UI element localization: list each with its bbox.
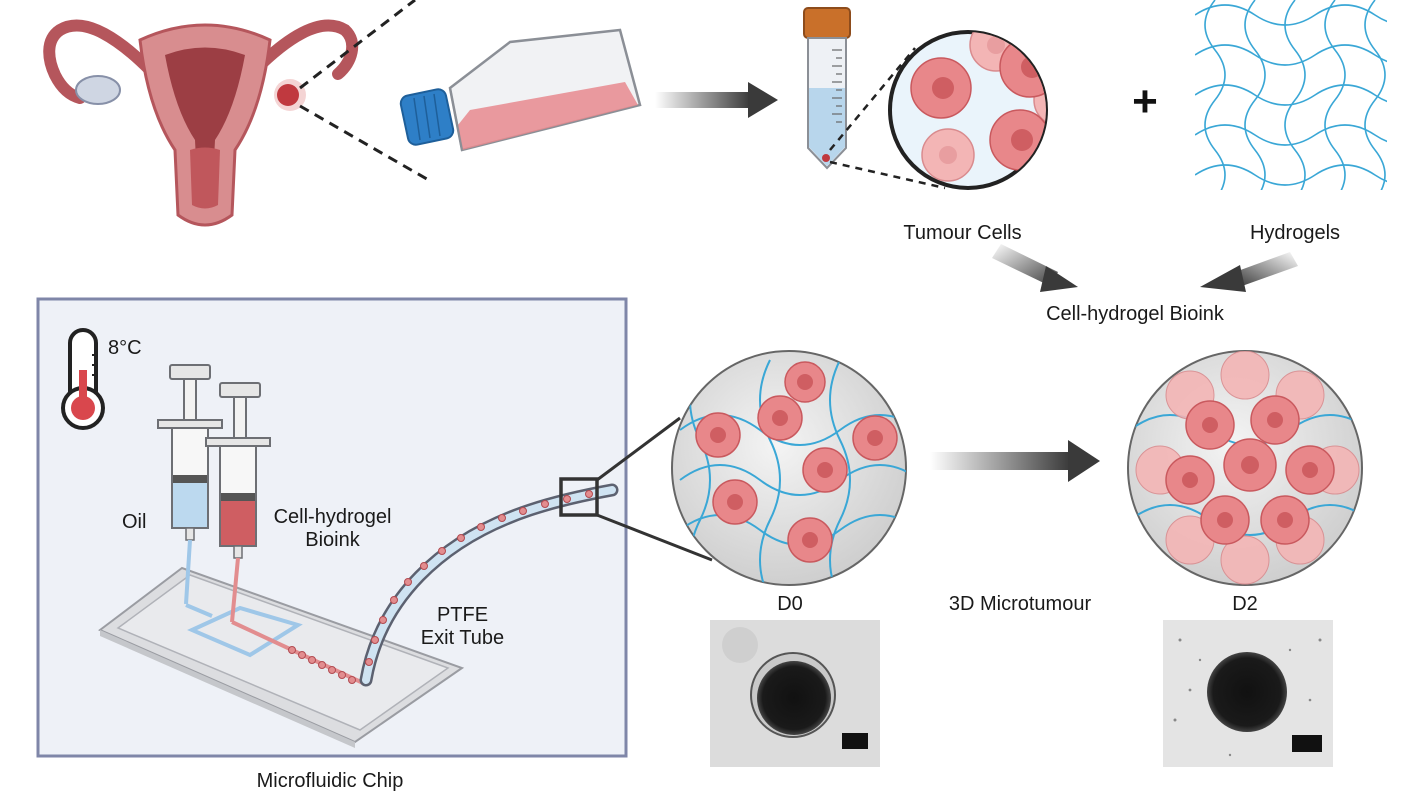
arrow-cells-to-bioink [992,244,1078,292]
ptfe-line1: PTFE [436,604,489,626]
d2-sphere [1127,350,1363,586]
hydrogel-mesh [1195,0,1387,190]
d0-micrograph [710,620,880,767]
d0-label: D0 [777,593,803,615]
d2-micrograph [1163,620,1333,767]
bioink-syringe-icon [205,382,271,623]
tumour-cells-circle [888,30,1048,190]
arrow-d0-to-d2 [930,440,1100,482]
syringe-bioink-label: Cell-hydrogel Bioink [255,506,410,552]
oil-label: Oil [122,511,147,533]
uterus-icon [43,19,359,227]
plus-sign: + [1132,77,1158,126]
temperature-label: 8°C [108,337,142,359]
arrow-to-tube [655,82,778,118]
oil-syringe-icon [157,364,223,605]
arrow-hydrogel-to-bioink [1200,252,1298,292]
d2-label: D2 [1232,593,1258,615]
centrifuge-tube-icon [803,7,851,170]
microfluidic-chip-label: Microfluidic Chip [256,770,404,792]
ptfe-exit-tube [359,477,619,687]
hydrogels-label: Hydrogels [1249,222,1341,244]
tumour-cells-label: Tumour Cells [903,222,1022,244]
ptfe-label: PTFE Exit Tube [405,604,520,650]
ptfe-line2: Exit Tube [420,627,505,649]
culture-flask-icon [399,28,642,152]
microfluidic-chip [98,566,465,748]
syringe-bioink-line1: Cell-hydrogel [273,506,392,528]
bioink-label: Cell-hydrogel Bioink [1046,303,1224,325]
thermometer-icon [61,328,105,430]
d0-sphere [671,350,907,586]
microtumour-label: 3D Microtumour [948,593,1092,615]
syringe-bioink-line2: Bioink [305,529,360,551]
